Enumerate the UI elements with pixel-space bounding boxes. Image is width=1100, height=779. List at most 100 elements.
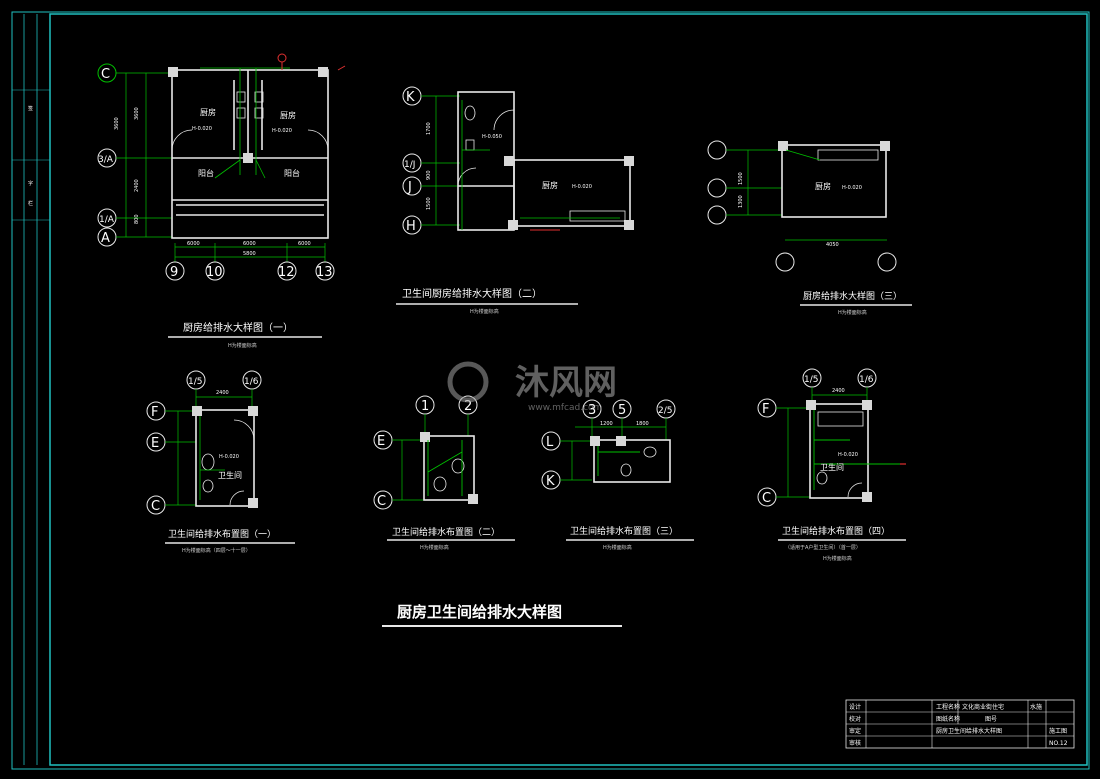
view-note: H为楼面标高 — [228, 342, 257, 349]
outer-border — [11, 11, 1090, 770]
tb-drawing-label: 图纸名称 — [936, 715, 960, 723]
column — [318, 67, 328, 77]
column — [168, 67, 178, 77]
dim-label: 3600 — [114, 117, 120, 130]
view-title: 厨房给排水大样图（三） — [803, 290, 902, 302]
room-label-toilet: 卫生间 — [820, 462, 844, 472]
grid-label: C — [762, 491, 771, 506]
level-label: H-0.020 — [572, 184, 592, 190]
view-note-2: （适用于A户型卫生间）（首一层） — [785, 544, 861, 551]
room-label-kitchen: 厨房 — [542, 180, 558, 190]
column — [243, 153, 253, 163]
title-block: 工程名称 文化商业街住宅 图纸名称 图号 厨房卫生间给排水大样图 审定 审核 校… — [845, 699, 1075, 749]
main-title: 厨房卫生间给排水大样图 — [397, 603, 562, 621]
room-label-kitchen: 厨房 — [815, 181, 831, 191]
v7-col-axis: 1/5 1/6 — [802, 368, 877, 388]
view-7-toilet-layout: 1/5 1/6 F C 2400 — [757, 368, 906, 562]
side-strip: 签 字 栏 — [12, 14, 50, 765]
grid-label: K — [406, 90, 415, 105]
grid-label: 3/A — [98, 155, 114, 165]
column — [624, 220, 634, 230]
v1-col-axis: 9 10 12 13 — [165, 261, 335, 281]
dim-label: 1500 — [738, 172, 744, 185]
view-title: 卫生间给排水布置图（二） — [392, 526, 500, 538]
grid-label: L — [546, 435, 554, 450]
view-2-toilet-kitchen-plan: K 1/J J H 1700 900 1500 — [396, 86, 634, 315]
dim-label: 900 — [426, 170, 432, 180]
view-1-kitchen-plan: C 3/A 1/A A 3600 3600 2400 800 6000 6000… — [97, 53, 346, 349]
dim-label: 2400 — [134, 179, 140, 192]
watermark-text: 沐风网 — [515, 363, 617, 403]
grid-label: C — [151, 499, 160, 514]
view-note: H为楼面标高 — [838, 309, 867, 316]
watermark: 沐风网 www.mfcad.com — [447, 361, 617, 413]
column — [590, 436, 600, 446]
column — [504, 156, 514, 166]
room-label-balcony-right: 阳台 — [284, 168, 300, 178]
grid-label: H — [406, 219, 416, 234]
dim-label: 800 — [134, 214, 140, 224]
dim-label: 1800 — [636, 421, 649, 427]
grid-label: 5 — [618, 403, 626, 418]
grid-label: F — [762, 402, 769, 417]
grid-label: 12 — [278, 265, 295, 280]
v4-row-axis: F E C — [146, 401, 166, 515]
dim-label: 1300 — [738, 195, 744, 208]
grid-label: 2/5 — [658, 406, 672, 416]
v4-col-axis: 1/5 1/6 — [186, 370, 262, 390]
dim-label: 6000 — [243, 241, 256, 247]
level-label: H-0.020 — [838, 452, 858, 458]
grid-label: 1/6 — [859, 375, 874, 385]
grid-label: 1/J — [404, 160, 415, 170]
column — [468, 494, 478, 504]
grid-label: E — [377, 434, 385, 449]
view-title: 厨房给排水大样图（一） — [183, 321, 293, 334]
v1-fixtures — [171, 91, 329, 151]
tb-role-2: 审核 — [849, 739, 861, 747]
tb-drawing-name: 厨房卫生间给排水大样图 — [936, 727, 1002, 735]
room-label-toilet: 卫生间 — [218, 470, 242, 480]
column — [420, 432, 430, 442]
tb-stage: 水施 — [1030, 703, 1042, 711]
view-4-toilet-layout: 1/5 1/6 F E C 2400 — [146, 370, 295, 554]
column — [778, 141, 788, 151]
grid-label: C — [377, 494, 386, 509]
column — [862, 492, 872, 502]
column — [862, 400, 872, 410]
grid-label: 1/5 — [188, 377, 202, 387]
dim-label: 4050 — [826, 242, 839, 248]
dim-label: 1200 — [600, 421, 613, 427]
v3-row-axis — [707, 140, 897, 272]
tb-role-1: 审定 — [849, 727, 861, 735]
grid-label: 13 — [316, 265, 333, 280]
view-note: H为楼面标高 — [470, 308, 499, 315]
room-label-kitchen-left: 厨房 — [200, 107, 216, 117]
grid-label: 9 — [170, 265, 178, 280]
level-label: H-0.020 — [192, 126, 212, 132]
grid-label: 1/5 — [804, 375, 818, 385]
grid-label: C — [101, 67, 110, 82]
v6-row-axis: L K — [541, 431, 561, 490]
tb-role-3: 校对 — [849, 715, 861, 723]
column — [806, 400, 816, 410]
column — [192, 406, 202, 416]
view-note: H为楼面标高 — [420, 544, 449, 551]
grid-label: 1/6 — [244, 377, 259, 387]
grid-label: 1/A — [99, 215, 115, 225]
view-title: 卫生间厨房给排水大样图（二） — [402, 287, 542, 300]
column — [616, 436, 626, 446]
tb-project-label: 工程名称 — [936, 703, 960, 711]
view-title: 卫生间给排水布置图（四） — [782, 525, 890, 537]
column — [624, 156, 634, 166]
side-strip-text-2: 字 — [28, 180, 33, 187]
column — [248, 498, 258, 508]
side-strip-text-1: 签 — [28, 105, 33, 112]
grid-label: 1 — [421, 399, 429, 414]
view-note: H为楼面标高 — [823, 555, 852, 562]
grid-label: 3 — [588, 403, 596, 418]
side-strip-text-3: 栏 — [28, 200, 33, 207]
grid-label: E — [151, 436, 159, 451]
level-label: H-0.050 — [482, 134, 502, 140]
grid-label: 10 — [206, 265, 223, 280]
